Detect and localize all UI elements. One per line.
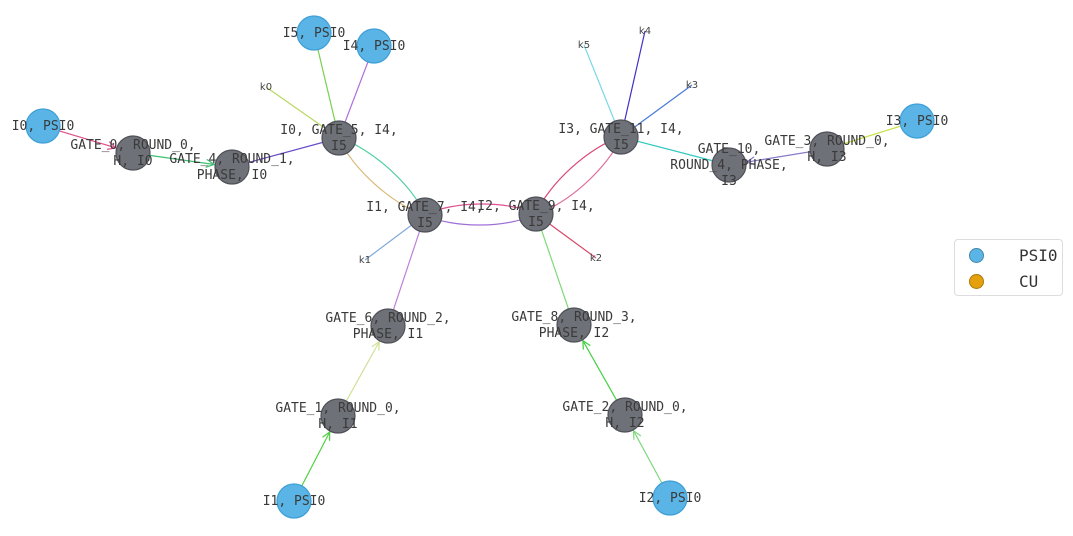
psi-node-i2[interactable] [652, 480, 688, 516]
node-label-g1: GATE_1, ROUND_0,H, I1 [275, 401, 400, 432]
node-label-line: I4, PSI0 [343, 39, 406, 54]
edge-i5-g5 [313, 32, 340, 139]
legend-psi0-swatch [969, 247, 984, 263]
gate-node-g2[interactable] [607, 397, 643, 433]
psi-node-i5[interactable] [296, 15, 332, 51]
legend-item-psi0[interactable]: PSI0 [969, 244, 1058, 266]
arrowhead-g1-g6 [371, 340, 380, 351]
node-label-g5: I0, GATE_5, I4,I5 [280, 123, 397, 154]
keyword-label-layer: k0 k1 k2 k3 k4 k5 [260, 26, 698, 266]
node-label-line: I5 [613, 138, 629, 153]
gate-node-g6[interactable] [370, 308, 406, 344]
gate-node-g7[interactable] [407, 197, 443, 233]
node-label-line: GATE_4, ROUND_1, [169, 152, 294, 167]
node-label-g2: GATE_2, ROUND_0,H, I2 [562, 400, 687, 431]
arrowhead-i2-g2 [632, 429, 642, 440]
node-label-line: PHASE, I0 [197, 168, 267, 183]
node-label-i4: I4, PSI0 [343, 39, 406, 54]
node-label-line: H, I0 [113, 154, 152, 169]
node-label-line: GATE_2, ROUND_0, [562, 400, 687, 415]
gate-node-g11[interactable] [603, 119, 639, 155]
node-label-g0: GATE_0, ROUND_0,H, I0 [70, 138, 195, 169]
node-label-line: GATE_0, ROUND_0, [70, 138, 195, 153]
arrowhead-g0-g4 [205, 158, 216, 168]
node-label-line: H, I2 [605, 416, 644, 431]
node-label-line: I3, GATE_11, I4, [558, 122, 683, 137]
legend-cu-label: CU [1019, 271, 1039, 291]
node-label-i3: I3, PSI0 [886, 114, 949, 129]
node-label-g11: I3, GATE_11, I4,I5 [558, 122, 683, 153]
keyword-label-k5: k5 [578, 40, 590, 51]
psi-node-i3[interactable] [899, 103, 935, 139]
gate-node-g5[interactable] [321, 120, 357, 156]
node-label-line: I1, PSI0 [263, 494, 326, 509]
node-label-line: I2, PSI0 [639, 491, 702, 506]
edge-g9-g8 [535, 213, 575, 326]
node-label-i0: I0, PSI0 [12, 119, 75, 134]
edge-layer [42, 30, 918, 502]
node-label-line: I3 [721, 174, 737, 189]
node-label-line: I5 [528, 215, 544, 230]
node-label-g8: GATE_8, ROUND_3,PHASE, I2 [511, 310, 636, 341]
legend: PSI0 CU [954, 239, 1063, 296]
gate-node-g10[interactable] [711, 147, 747, 183]
gate-node-g1[interactable] [320, 398, 356, 434]
node-label-line: I5 [417, 216, 433, 231]
gate-node-g4[interactable] [214, 149, 250, 185]
legend-cu-swatch [969, 273, 984, 289]
node-label-i5: I5, PSI0 [283, 26, 346, 41]
gate-node-g9[interactable] [518, 196, 554, 232]
node-label-line: GATE_6, ROUND_2, [325, 311, 450, 326]
arrowhead-g3-g10 [745, 156, 756, 166]
node-label-line: H, I1 [318, 417, 357, 432]
gate-node-g8[interactable] [556, 307, 592, 343]
node-label-line: I3, PSI0 [886, 114, 949, 129]
edge-g4-g5 [231, 137, 340, 168]
node-label-line: PHASE, I2 [539, 326, 609, 341]
legend-psi0-label: PSI0 [1019, 245, 1058, 265]
node-label-line: I2, GATE_9, I4, [477, 199, 594, 214]
arrowhead-i1-g1 [322, 430, 331, 441]
arrowhead-i0-g0 [106, 141, 118, 150]
keyword-label-k0: k0 [260, 82, 272, 93]
node-label-g3: GATE_3, ROUND_0,H, I3 [764, 134, 889, 165]
node-label-g9: I2, GATE_9, I4,I5 [477, 199, 594, 230]
node-label-line: I0, PSI0 [12, 119, 75, 134]
node-label-line: I5 [331, 139, 347, 154]
psi-node-i4[interactable] [356, 28, 392, 64]
node-label-line: I1, GATE_7, I4, [366, 200, 483, 215]
node-label-line: GATE_10, [698, 142, 761, 157]
node-label-line: GATE_8, ROUND_3, [511, 310, 636, 325]
keyword-label-k2: k2 [590, 253, 602, 264]
arrowhead-g2-g8 [582, 339, 591, 350]
gate-node-g3[interactable] [809, 131, 845, 167]
keyword-label-k3: k3 [686, 80, 698, 91]
node-label-line: GATE_1, ROUND_0, [275, 401, 400, 416]
node-label-line: ROUND_4, PHASE, [670, 158, 787, 173]
node-layer [25, 15, 935, 519]
edge-k4-g11 [620, 30, 646, 138]
gate-node-g0[interactable] [115, 135, 151, 171]
node-label-g6: GATE_6, ROUND_2,PHASE, I1 [325, 311, 450, 342]
node-label-g10: GATE_10,ROUND_4, PHASE,I3 [670, 142, 787, 189]
node-label-line: PHASE, I1 [353, 327, 423, 342]
node-label-line: GATE_3, ROUND_0, [764, 134, 889, 149]
edge-g7-g6 [387, 214, 426, 327]
node-label-line: I5, PSI0 [283, 26, 346, 41]
node-label-g7: I1, GATE_7, I4,I5 [366, 200, 483, 231]
keyword-label-k4: k4 [639, 26, 651, 37]
node-label-i1: I1, PSI0 [263, 494, 326, 509]
node-label-line: H, I3 [807, 150, 846, 165]
psi-node-i0[interactable] [25, 108, 61, 144]
node-label-i2: I2, PSI0 [639, 491, 702, 506]
keyword-label-k1: k1 [359, 255, 371, 266]
legend-item-cu[interactable]: CU [969, 270, 1038, 292]
edge-g11-g10 [620, 136, 730, 166]
psi-node-i1[interactable] [276, 483, 312, 519]
node-label-line: I0, GATE_5, I4, [280, 123, 397, 138]
node-label-g4: GATE_4, ROUND_1,PHASE, I0 [169, 152, 294, 183]
